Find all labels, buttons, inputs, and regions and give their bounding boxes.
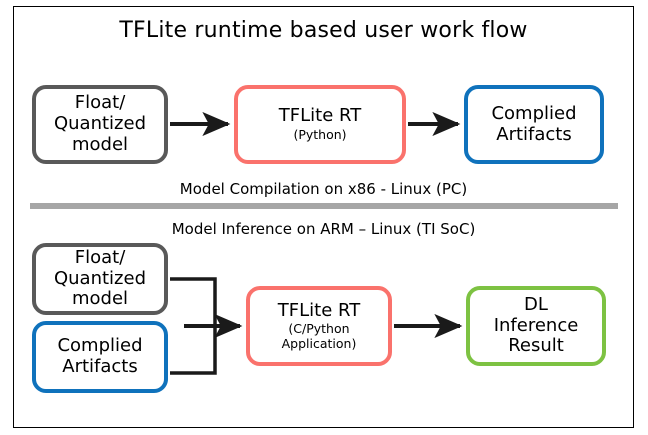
caption-model-compilation: Model Compilation on x86 - Linux (PC) xyxy=(179,180,468,198)
node-bottom-float-quantized-model-label: Float/ Quantized model xyxy=(53,246,147,310)
caption-model-inference: Model Inference on ARM – Linux (TI SoC) xyxy=(171,220,476,238)
section-divider xyxy=(30,203,618,209)
node-bottom-complied-artifacts: Complied Artifacts xyxy=(32,321,168,393)
node-top-float-quantized-model-label: Float/ Quantized model xyxy=(53,92,147,155)
node-bottom-tflite-rt-label: TFLite RT xyxy=(277,299,361,321)
node-top-tflite-rt-sublabel: (Python) xyxy=(293,127,347,143)
node-bottom-tflite-rt: TFLite RT (C/Python Application) xyxy=(246,286,392,366)
node-bottom-tflite-rt-sublabel: (C/Python Application) xyxy=(281,321,357,351)
node-bottom-dl-inference-result: DL Inference Result xyxy=(466,286,606,366)
node-top-complied-artifacts-label: Complied Artifacts xyxy=(491,102,577,145)
node-top-tflite-rt-label: TFLite RT xyxy=(278,105,362,127)
node-bottom-float-quantized-model: Float/ Quantized model xyxy=(32,243,168,315)
node-bottom-complied-artifacts-label: Complied Artifacts xyxy=(57,335,143,377)
node-top-complied-artifacts: Complied Artifacts xyxy=(464,85,604,164)
node-bottom-dl-inference-result-label: DL Inference Result xyxy=(493,293,579,357)
node-top-float-quantized-model: Float/ Quantized model xyxy=(32,85,168,164)
diagram-title: TFLite runtime based user work flow xyxy=(119,18,528,43)
node-top-tflite-rt: TFLite RT (Python) xyxy=(234,85,406,164)
